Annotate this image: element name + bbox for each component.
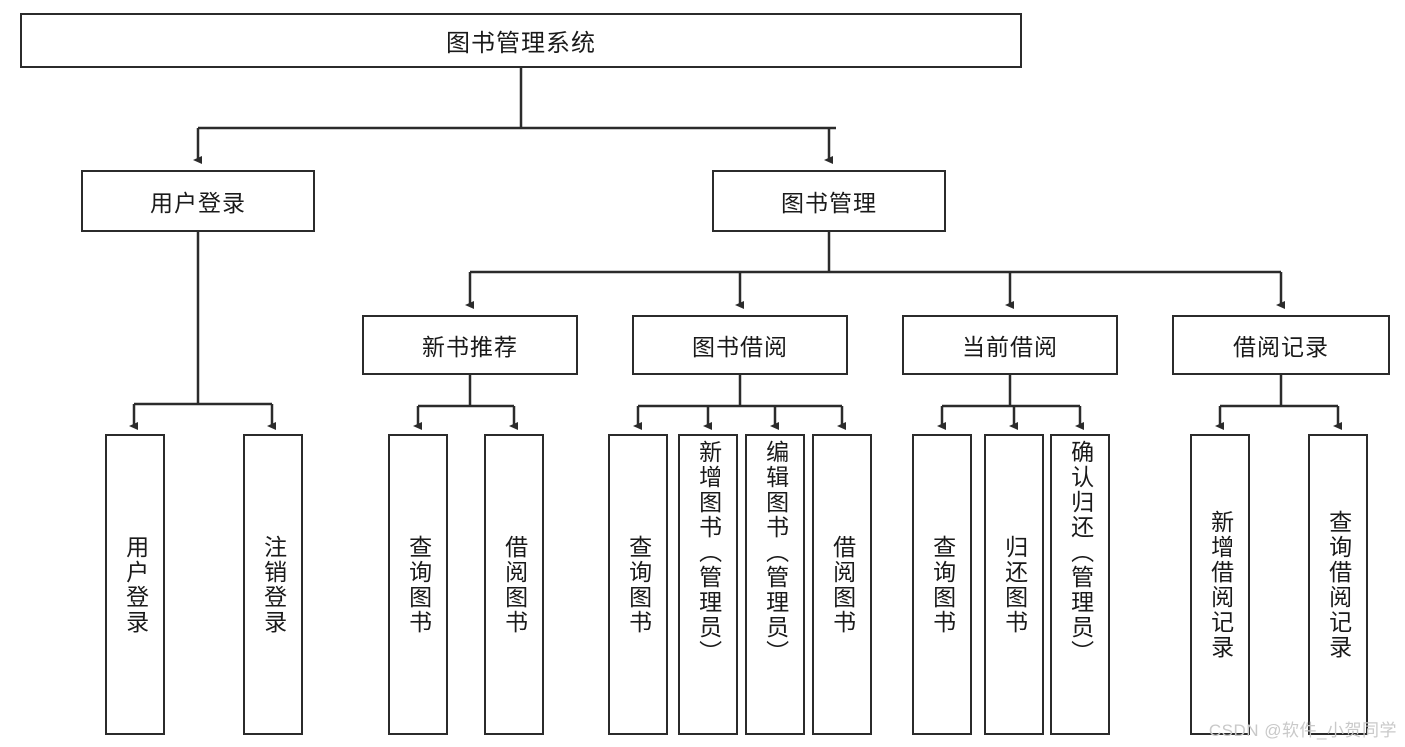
leaf-newbook-borrow-books[interactable]: 借阅图书 <box>484 434 544 735</box>
node-root-label: 图书管理系统 <box>446 30 596 57</box>
leaf-current-query-books-label: 查询图书 <box>929 534 956 635</box>
leaf-borrow-add-book-admin-label: 新增图书（管理员） <box>695 440 722 665</box>
node-book-management-label: 图书管理 <box>781 190 877 216</box>
node-book-borrow-label: 图书借阅 <box>692 334 788 360</box>
node-new-book-recommend-label: 新书推荐 <box>422 334 518 360</box>
leaf-logout[interactable]: 注销登录 <box>243 434 303 735</box>
leaf-user-login-label: 用户登录 <box>122 534 149 635</box>
node-book-borrow[interactable]: 图书借阅 <box>632 315 848 375</box>
node-current-borrow-label: 当前借阅 <box>962 334 1058 360</box>
csdn-watermark: CSDN @软件_小贺同学 <box>1208 721 1397 740</box>
leaf-records-query-record[interactable]: 查询借阅记录 <box>1308 434 1368 735</box>
node-borrow-records[interactable]: 借阅记录 <box>1172 315 1390 375</box>
leaf-current-query-books[interactable]: 查询图书 <box>912 434 972 735</box>
node-root-system[interactable]: 图书管理系统 <box>20 13 1022 68</box>
leaf-current-return-books[interactable]: 归还图书 <box>984 434 1044 735</box>
leaf-newbook-query-books-label: 查询图书 <box>405 534 432 635</box>
leaf-records-query-record-label: 查询借阅记录 <box>1325 509 1352 660</box>
leaf-borrow-lend-books[interactable]: 借阅图书 <box>812 434 872 735</box>
node-book-management[interactable]: 图书管理 <box>712 170 946 232</box>
leaf-borrow-add-book-admin[interactable]: 新增图书（管理员） <box>678 434 738 735</box>
leaf-borrow-edit-book-admin[interactable]: 编辑图书（管理员） <box>745 434 805 735</box>
node-new-book-recommend[interactable]: 新书推荐 <box>362 315 578 375</box>
leaf-current-confirm-return-admin-label: 确认归还（管理员） <box>1067 440 1094 665</box>
leaf-borrow-edit-book-admin-label: 编辑图书（管理员） <box>762 440 789 665</box>
leaf-borrow-lend-books-label: 借阅图书 <box>829 534 856 635</box>
leaf-newbook-query-books[interactable]: 查询图书 <box>388 434 448 735</box>
node-current-borrow[interactable]: 当前借阅 <box>902 315 1118 375</box>
leaf-logout-label: 注销登录 <box>260 534 287 635</box>
leaf-current-return-books-label: 归还图书 <box>1001 534 1028 635</box>
leaf-records-add-record[interactable]: 新增借阅记录 <box>1190 434 1250 735</box>
leaf-records-add-record-label: 新增借阅记录 <box>1207 509 1234 660</box>
node-user-login[interactable]: 用户登录 <box>81 170 315 232</box>
leaf-current-confirm-return-admin[interactable]: 确认归还（管理员） <box>1050 434 1110 735</box>
leaf-newbook-borrow-books-label: 借阅图书 <box>501 534 528 635</box>
node-borrow-records-label: 借阅记录 <box>1233 334 1329 360</box>
leaf-borrow-query-books[interactable]: 查询图书 <box>608 434 668 735</box>
leaf-user-login[interactable]: 用户登录 <box>105 434 165 735</box>
node-user-login-label: 用户登录 <box>150 190 246 216</box>
leaf-borrow-query-books-label: 查询图书 <box>625 534 652 635</box>
